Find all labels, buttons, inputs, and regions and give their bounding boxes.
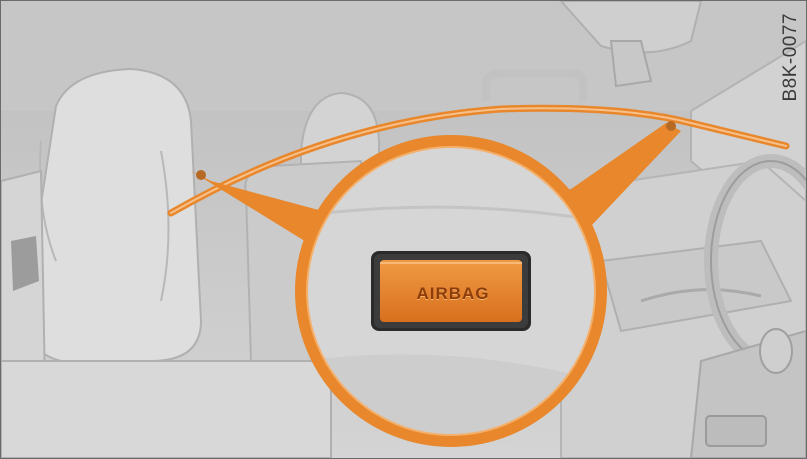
gear-shift-knob [760,329,792,373]
marker-left [196,170,206,180]
reference-code: B8K-0077 [780,13,802,102]
seat-cushion [1,361,331,458]
airbag-badge-label: AIRBAG [380,278,526,310]
marker-right [666,121,676,131]
console-buttons [706,416,766,446]
